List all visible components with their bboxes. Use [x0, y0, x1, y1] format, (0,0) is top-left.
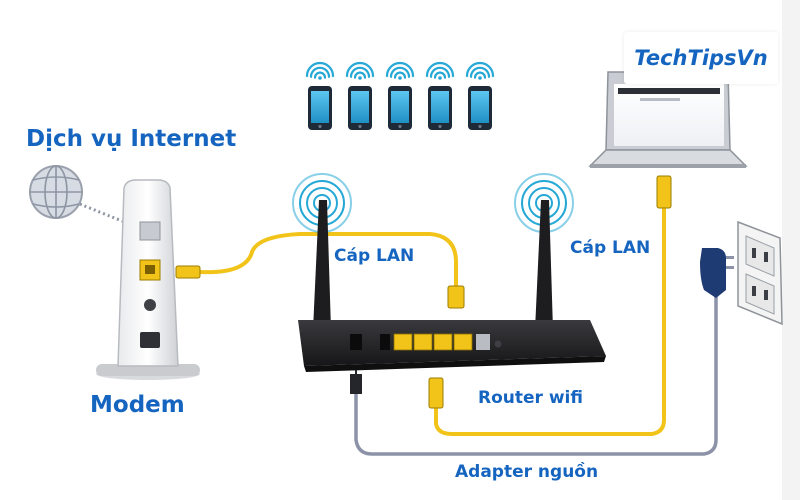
brand-logo: TechTipsVn: [624, 32, 778, 84]
internet-line: [79, 202, 141, 230]
smartphone-icon: [345, 61, 375, 130]
smartphone-icon: [385, 61, 415, 130]
edge-shade: [782, 0, 800, 500]
wall-outlet-icon: [737, 220, 783, 326]
power-adapter-label: Adapter nguồn: [455, 462, 599, 482]
smartphone-icon: [465, 61, 495, 130]
lan-plug-laptop: [656, 175, 672, 209]
router-antenna-right: [535, 200, 553, 330]
internet-service-label: Dịch vụ Internet: [26, 126, 237, 152]
router: [298, 320, 606, 372]
internet-globe-icon: [29, 165, 83, 219]
lan-plug-router-in: [447, 285, 465, 309]
power-adapter-icon: [700, 248, 734, 298]
modem: [96, 179, 200, 380]
lan-cable-label-1: Cáp LAN: [334, 246, 415, 266]
lan-cable-label-2: Cáp LAN: [570, 238, 651, 258]
lan-plug-modem: [175, 265, 201, 279]
phones-row: [305, 61, 495, 130]
router-label: Router wifi: [478, 388, 583, 408]
smartphone-icon: [425, 61, 455, 130]
power-cable: [354, 294, 718, 456]
smartphone-icon: [305, 61, 335, 130]
modem-label: Modem: [90, 392, 185, 418]
router-antenna-left: [313, 200, 331, 330]
power-plug-router: [350, 374, 362, 394]
lan-cable-modem-router: [176, 232, 458, 298]
lan-plug-router-out: [428, 377, 444, 409]
laptop: [588, 71, 748, 168]
lan-cable-router-laptop: [434, 204, 666, 436]
